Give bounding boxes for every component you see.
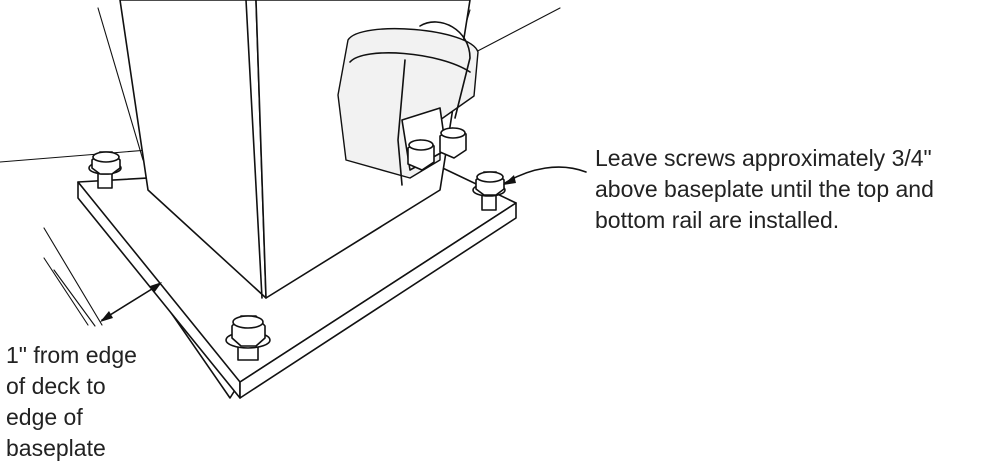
screw-back-right: [472, 171, 506, 211]
edge-dimension-arrow: [100, 282, 162, 322]
deck-edge-lines: [43, 227, 103, 327]
bracket-bolt-left: [407, 139, 435, 171]
screw-front: [225, 315, 271, 361]
screws-callout-text: Leave screws approximately 3/4" above ba…: [595, 145, 934, 233]
screws-leader-arrow: [503, 166, 587, 185]
screw-back-left: [88, 151, 122, 189]
edge-distance-callout-text: 1" from edge of deck to edge of baseplat…: [6, 342, 137, 461]
bracket-bolt-right: [439, 127, 467, 159]
